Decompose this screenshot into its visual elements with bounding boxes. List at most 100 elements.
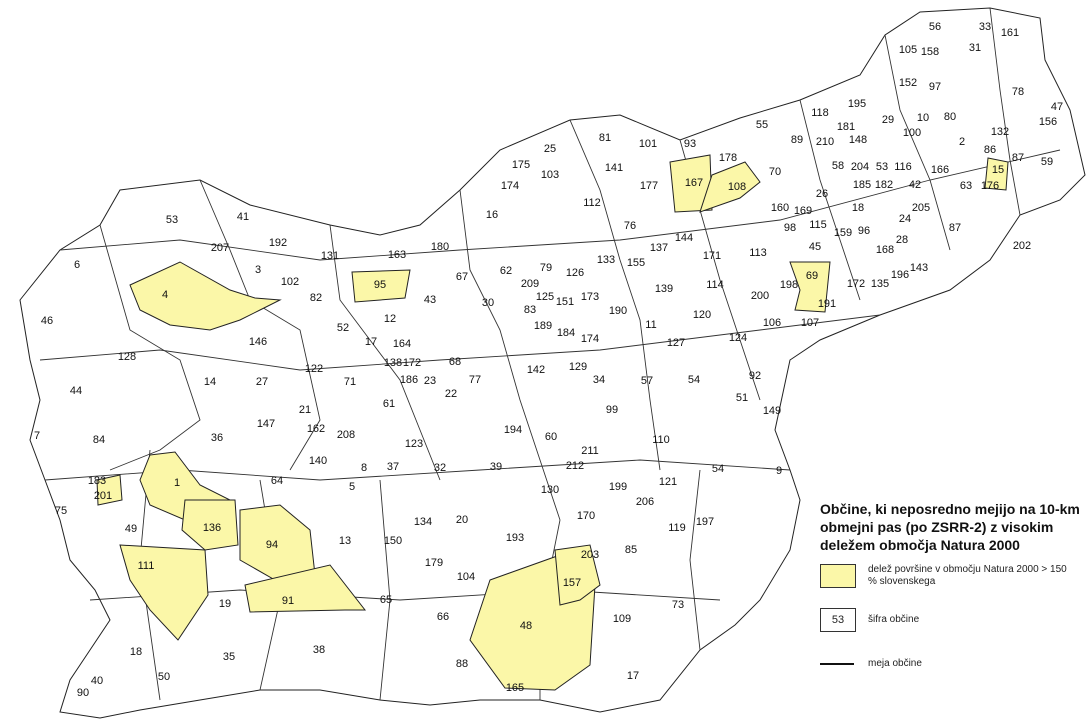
- code-102: 102: [281, 276, 299, 288]
- code-132: 132: [991, 126, 1009, 138]
- code-158: 158: [921, 46, 939, 58]
- code-75: 75: [55, 505, 67, 517]
- code-170: 170: [577, 510, 595, 522]
- code-55: 55: [756, 119, 768, 131]
- code-122: 122: [305, 363, 323, 375]
- code-120: 120: [693, 309, 711, 321]
- legend: Občine, ki neposredno mejijo na 10-km ob…: [820, 500, 1082, 694]
- code-81: 81: [599, 132, 611, 144]
- code-28: 28: [896, 234, 908, 246]
- code-49: 49: [125, 523, 137, 535]
- code-7: 7: [34, 430, 40, 442]
- code-73: 73: [672, 599, 684, 611]
- code-17: 17: [365, 336, 377, 348]
- code-203: 203: [581, 549, 599, 561]
- code-139: 139: [655, 283, 673, 295]
- code-88: 88: [456, 658, 468, 670]
- code-179: 179: [425, 557, 443, 569]
- code-124: 124: [729, 332, 747, 344]
- code-59: 59: [1041, 156, 1053, 168]
- code-44: 44: [70, 385, 82, 397]
- municipality-167: [669, 154, 713, 213]
- code-69: 69: [806, 270, 818, 282]
- code-58: 58: [832, 160, 844, 172]
- code-80: 80: [944, 111, 956, 123]
- code-128: 128: [118, 351, 136, 363]
- code-35: 35: [223, 651, 235, 663]
- code-103: 103: [541, 169, 559, 181]
- code-181: 181: [837, 121, 855, 133]
- code-125: 125: [536, 291, 554, 303]
- code-160: 160: [771, 202, 789, 214]
- code-24: 24: [899, 213, 911, 225]
- code-136: 136: [203, 522, 221, 534]
- code-53: 53: [876, 161, 888, 173]
- code-50: 50: [158, 671, 170, 683]
- code-199: 199: [609, 481, 627, 493]
- legend-item-fill: delež površine v območju Natura 2000 > 1…: [820, 562, 1082, 592]
- code-26: 26: [816, 188, 828, 200]
- code-143: 143: [910, 262, 928, 274]
- municipality-code-labels: 56 33 161 105 158 31 152 97 78 118 195 5…: [34, 21, 1063, 699]
- code-22: 22: [445, 388, 457, 400]
- code-191: 191: [818, 298, 836, 310]
- code-40: 40: [91, 675, 103, 687]
- code-76: 76: [624, 220, 636, 232]
- code-121: 121: [659, 476, 677, 488]
- code-186: 186: [400, 374, 418, 386]
- code-189: 189: [534, 320, 552, 332]
- code-61: 61: [383, 398, 395, 410]
- code-90: 90: [77, 687, 89, 699]
- code-159: 159: [834, 227, 852, 239]
- code-180: 180: [431, 241, 449, 253]
- code-100: 100: [903, 127, 921, 139]
- code-190: 190: [609, 305, 627, 317]
- code-131: 131: [321, 250, 339, 262]
- code-144: 144: [675, 232, 693, 244]
- code-111: 111: [138, 560, 155, 572]
- code-194: 194: [504, 424, 522, 436]
- code-13: 13: [339, 535, 351, 547]
- code-212: 212: [566, 460, 584, 472]
- code-91: 91: [282, 595, 294, 607]
- code-94: 94: [266, 539, 278, 551]
- code-149: 149: [763, 405, 781, 417]
- code-172b: 172: [403, 357, 421, 369]
- code-2: 2: [959, 136, 965, 148]
- code-176: 176: [981, 180, 999, 192]
- code-25: 25: [544, 143, 556, 155]
- municipality-4: [129, 261, 282, 331]
- code-208: 208: [337, 429, 355, 441]
- code-108: 108: [728, 181, 746, 193]
- code-171: 171: [703, 250, 721, 262]
- code-71: 71: [344, 376, 356, 388]
- code-118: 118: [811, 107, 829, 119]
- municipality-boundaries: [39, 7, 1061, 701]
- code-98: 98: [784, 222, 796, 234]
- code-54b: 54: [712, 463, 724, 475]
- legend-line-label: meja občine: [868, 658, 922, 669]
- code-206: 206: [636, 496, 654, 508]
- code-126: 126: [566, 267, 584, 279]
- code-138: 138: [384, 357, 402, 369]
- code-82: 82: [310, 292, 322, 304]
- code-137: 137: [650, 242, 668, 254]
- code-110: 110: [652, 434, 670, 446]
- code-45: 45: [809, 241, 821, 253]
- code-8: 8: [361, 462, 367, 474]
- code-79: 79: [540, 262, 552, 274]
- code-142: 142: [527, 364, 545, 376]
- code-112: 112: [583, 197, 601, 209]
- legend-item-code: 53 šifra občine: [820, 606, 1082, 636]
- code-36: 36: [211, 432, 223, 444]
- legend-line-swatch: [820, 663, 854, 665]
- code-211: 211: [581, 445, 599, 457]
- code-18: 18: [852, 202, 864, 214]
- code-173: 173: [581, 291, 599, 303]
- code-116: 116: [894, 161, 912, 173]
- code-21: 21: [299, 404, 311, 416]
- code-162: 162: [307, 423, 325, 435]
- legend-title: Občine, ki neposredno mejijo na 10-km ob…: [820, 501, 1080, 553]
- code-27: 27: [256, 376, 268, 388]
- municipality-111: [119, 544, 209, 641]
